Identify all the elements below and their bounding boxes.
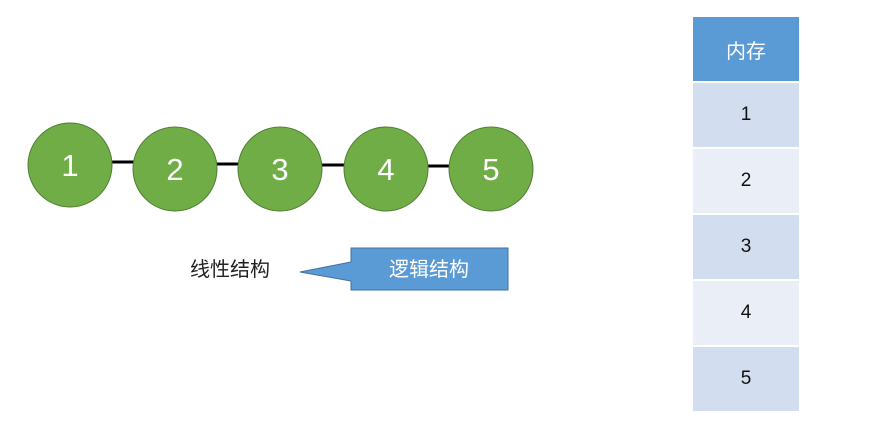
list-node-3: 3 — [237, 126, 323, 212]
node-label-5: 5 — [482, 152, 499, 187]
list-node-2: 2 — [132, 126, 218, 212]
memory-cell: 5 — [693, 347, 799, 411]
memory-cell: 2 — [693, 149, 799, 215]
node-label-2: 2 — [166, 152, 183, 187]
list-node-5: 5 — [448, 126, 534, 212]
memory-cell: 3 — [693, 215, 799, 281]
node-label-1: 1 — [61, 148, 78, 183]
list-node-4: 4 — [343, 126, 429, 212]
node-links — [112, 160, 450, 168]
list-node-1: 1 — [27, 122, 113, 208]
logical-structure-callout: 逻辑结构 — [299, 247, 509, 291]
node-label-4: 4 — [377, 152, 394, 187]
callout-shape — [299, 247, 509, 291]
memory-cell: 4 — [693, 281, 799, 347]
memory-cell: 1 — [693, 83, 799, 149]
memory-table: 内存 1 2 3 4 5 — [693, 17, 799, 411]
callout-label: 逻辑结构 — [389, 257, 469, 281]
node-label-3: 3 — [271, 152, 288, 187]
memory-header: 内存 — [693, 17, 799, 83]
linear-structure-label: 线性结构 — [190, 257, 270, 281]
